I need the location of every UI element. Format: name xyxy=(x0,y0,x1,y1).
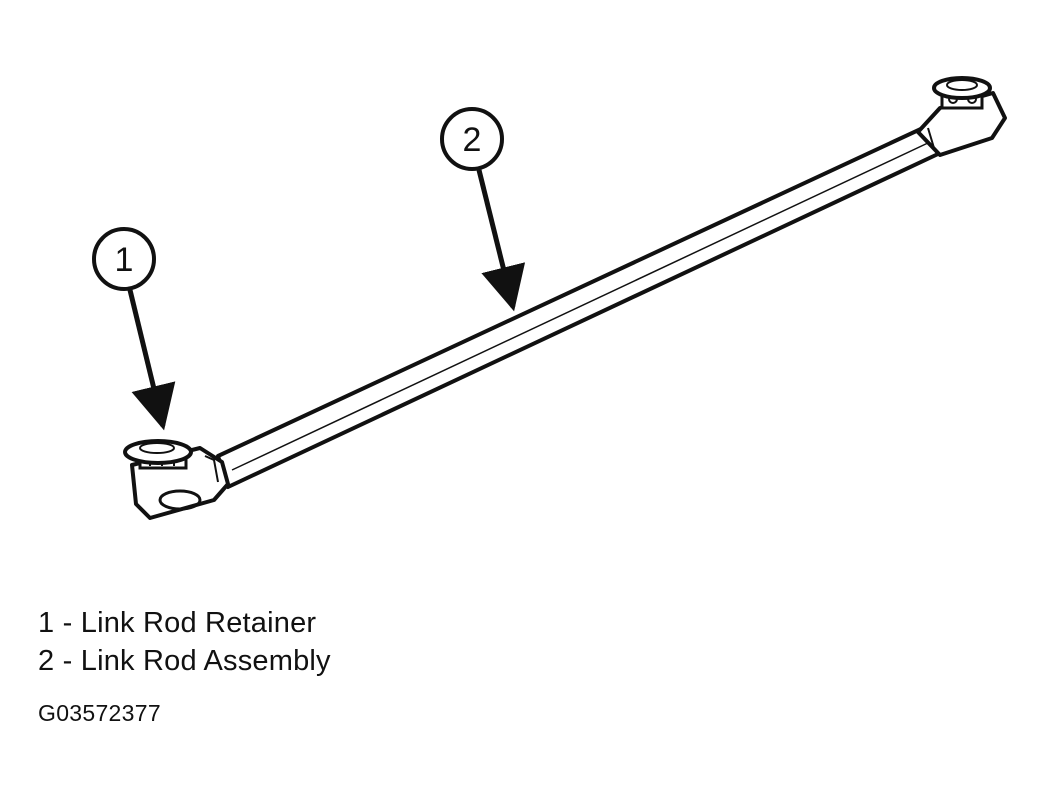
link-rod-retainer-right xyxy=(932,76,992,110)
figure-id: G03572377 xyxy=(38,700,161,726)
link-rod-retainer xyxy=(123,439,193,470)
legend-separator: - xyxy=(62,607,73,639)
legend-row-2: 2 - Link Rod Assembly xyxy=(38,642,331,680)
legend-number: 1 xyxy=(38,607,55,639)
link-rod-diagram: 1 2 xyxy=(92,76,1007,520)
legend: 1 - Link Rod Retainer 2 - Link Rod Assem… xyxy=(38,604,331,680)
callout-1-number: 1 xyxy=(115,241,134,279)
legend-label: Link Rod Assembly xyxy=(80,645,331,677)
legend-label: Link Rod Retainer xyxy=(80,607,317,639)
callout-2-arrow xyxy=(476,169,526,312)
callout-1-arrow xyxy=(127,289,176,431)
callout-2: 2 xyxy=(440,107,526,312)
legend-row-1: 1 - Link Rod Retainer xyxy=(38,604,331,642)
legend-number: 2 xyxy=(38,645,55,677)
callout-2-number: 2 xyxy=(463,121,482,159)
callout-1: 1 xyxy=(92,227,176,431)
link-rod-shaft xyxy=(216,125,940,489)
legend-separator: - xyxy=(62,645,73,677)
